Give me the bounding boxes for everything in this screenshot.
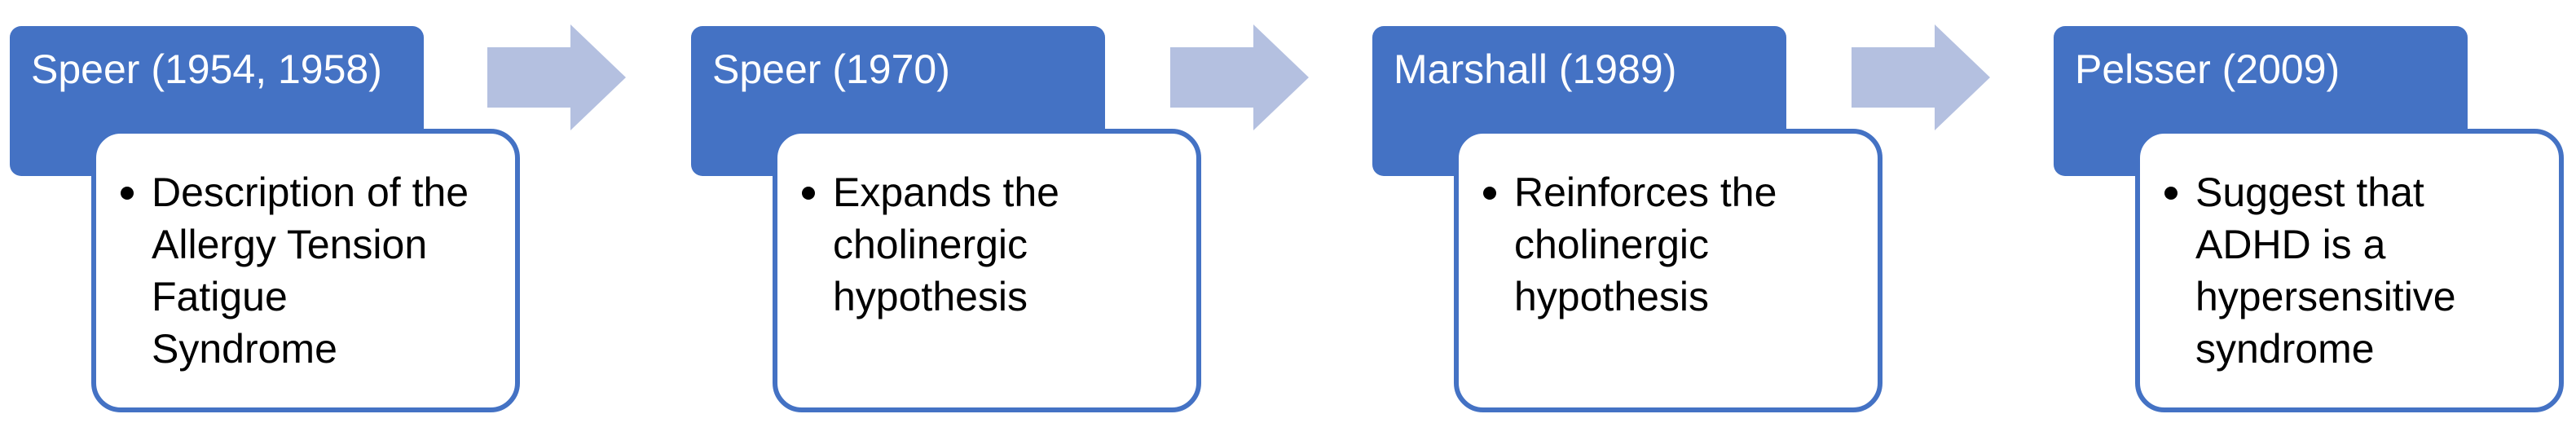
- step-4-header: Pelsser (2009): [2054, 26, 2468, 176]
- bullet-dot-icon: [2164, 187, 2177, 200]
- step-4-bullet: Suggest that ADHD is a hypersensitive sy…: [2164, 166, 2543, 375]
- timeline-step-3: Marshall (1989) Reinforces the cholinerg…: [1363, 0, 1882, 436]
- step-1-header-label: Speer (1954, 1958): [31, 46, 382, 92]
- arrow-shape: [1852, 24, 1990, 130]
- step-1-body: Description of the Allergy Tension Fatig…: [152, 170, 469, 372]
- step-4-body: Suggest that ADHD is a hypersensitive sy…: [2195, 170, 2456, 372]
- timeline-step-1: Speer (1954, 1958) Description of the Al…: [0, 0, 520, 436]
- step-1-card: Description of the Allergy Tension Fatig…: [91, 129, 520, 412]
- timeline-step-4: Pelsser (2009) Suggest that ADHD is a hy…: [2044, 0, 2564, 436]
- step-3-body: Reinforces the cholinergic hypothesis: [1514, 170, 1777, 319]
- step-3-bullet: Reinforces the cholinergic hypothesis: [1483, 166, 1861, 323]
- step-3-header-label: Marshall (1989): [1394, 46, 1677, 92]
- bullet-dot-icon: [802, 187, 815, 200]
- bullet-dot-icon: [1483, 187, 1496, 200]
- step-1-bullet: Description of the Allergy Tension Fatig…: [121, 166, 499, 375]
- step-4-card: Suggest that ADHD is a hypersensitive sy…: [2135, 129, 2564, 412]
- step-4-header-label: Pelsser (2009): [2075, 46, 2340, 92]
- step-2-bullet: Expands the cholinergic hypothesis: [802, 166, 1180, 323]
- timeline-step-2: Speer (1970) Expands the cholinergic hyp…: [681, 0, 1201, 436]
- step-2-body: Expands the cholinergic hypothesis: [833, 170, 1059, 319]
- arrow-right-icon: [1852, 24, 1990, 130]
- arrow-shape: [487, 24, 626, 130]
- step-3-card: Reinforces the cholinergic hypothesis: [1454, 129, 1882, 412]
- bullet-dot-icon: [121, 187, 134, 200]
- arrow-shape: [1170, 24, 1309, 130]
- step-2-header-label: Speer (1970): [712, 46, 950, 92]
- arrow-right-icon: [487, 24, 626, 130]
- arrow-right-icon: [1170, 24, 1309, 130]
- step-2-card: Expands the cholinergic hypothesis: [773, 129, 1201, 412]
